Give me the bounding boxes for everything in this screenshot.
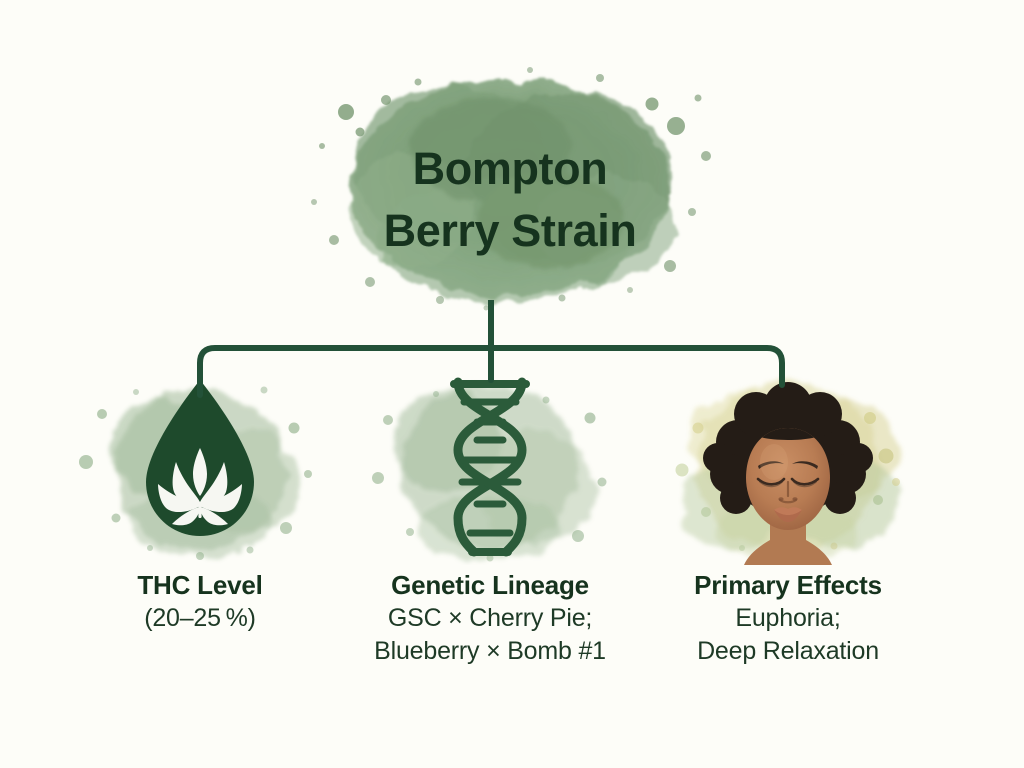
eyebrows-shape <box>758 461 818 469</box>
title-line-2: Berry Strain <box>383 205 637 257</box>
title-watercolor-blob <box>300 60 720 320</box>
relaxed-face-icon <box>675 382 900 565</box>
dna-helix-icon <box>372 377 607 562</box>
effects-subtitle: Euphoria; Deep Relaxation <box>638 602 938 668</box>
column-thc-level: THC Level (20–25 %) <box>50 370 350 635</box>
thc-subtitle: (20–25 %) <box>50 602 350 635</box>
dna-strands <box>450 377 530 557</box>
thc-title: THC Level <box>137 570 263 600</box>
title-line-1: Bompton <box>412 143 608 194</box>
effects-sub-line-2: Deep Relaxation <box>697 637 879 666</box>
column-primary-effects: Primary Effects Euphoria; Deep Relaxatio… <box>638 370 938 668</box>
thc-sub-line-1: (20–25 %) <box>144 604 256 633</box>
dna-rungs <box>458 398 522 537</box>
lineage-title: Genetic Lineage <box>391 570 589 600</box>
lips-shape <box>774 507 802 522</box>
column-genetic-lineage: Genetic Lineage GSC × Cherry Pie; Bluebe… <box>340 370 640 668</box>
effects-sub-line-1: Euphoria; <box>735 604 841 633</box>
cannabis-droplet-icon <box>79 380 312 560</box>
effects-title: Primary Effects <box>694 570 882 600</box>
page-title: Bompton Berry Strain <box>300 138 720 262</box>
neck-shape <box>744 516 832 565</box>
lineage-sub-line-1: GSC × Cherry Pie; <box>387 604 593 633</box>
effects-icon-area <box>638 370 938 565</box>
lineage-subtitle: GSC × Cherry Pie; Blueberry × Bomb #1 <box>340 602 640 668</box>
face-shape <box>746 428 830 530</box>
thc-icon-area <box>50 370 350 565</box>
closed-eyes-shape <box>756 477 820 486</box>
lineage-icon-area <box>340 370 640 565</box>
blob-svg <box>311 67 711 311</box>
connector-lines <box>197 300 785 398</box>
lineage-sub-line-2: Blueberry × Bomb #1 <box>374 637 606 666</box>
cannabis-leaf-shape <box>158 448 242 526</box>
